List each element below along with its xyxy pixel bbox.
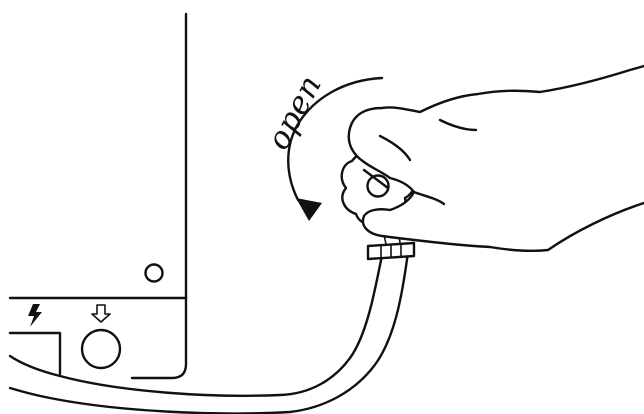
hose-fitting bbox=[368, 243, 414, 259]
power-bolt-icon bbox=[28, 304, 42, 327]
rotation-label-open: open bbox=[260, 69, 329, 156]
drain-port-icon bbox=[82, 330, 120, 368]
appliance-cabinet bbox=[10, 14, 186, 378]
hose bbox=[10, 252, 408, 413]
drain-arrow-down-icon bbox=[92, 305, 110, 322]
hand bbox=[349, 66, 644, 251]
indicator-dot-icon bbox=[146, 265, 163, 282]
arrowhead-icon bbox=[296, 198, 322, 221]
